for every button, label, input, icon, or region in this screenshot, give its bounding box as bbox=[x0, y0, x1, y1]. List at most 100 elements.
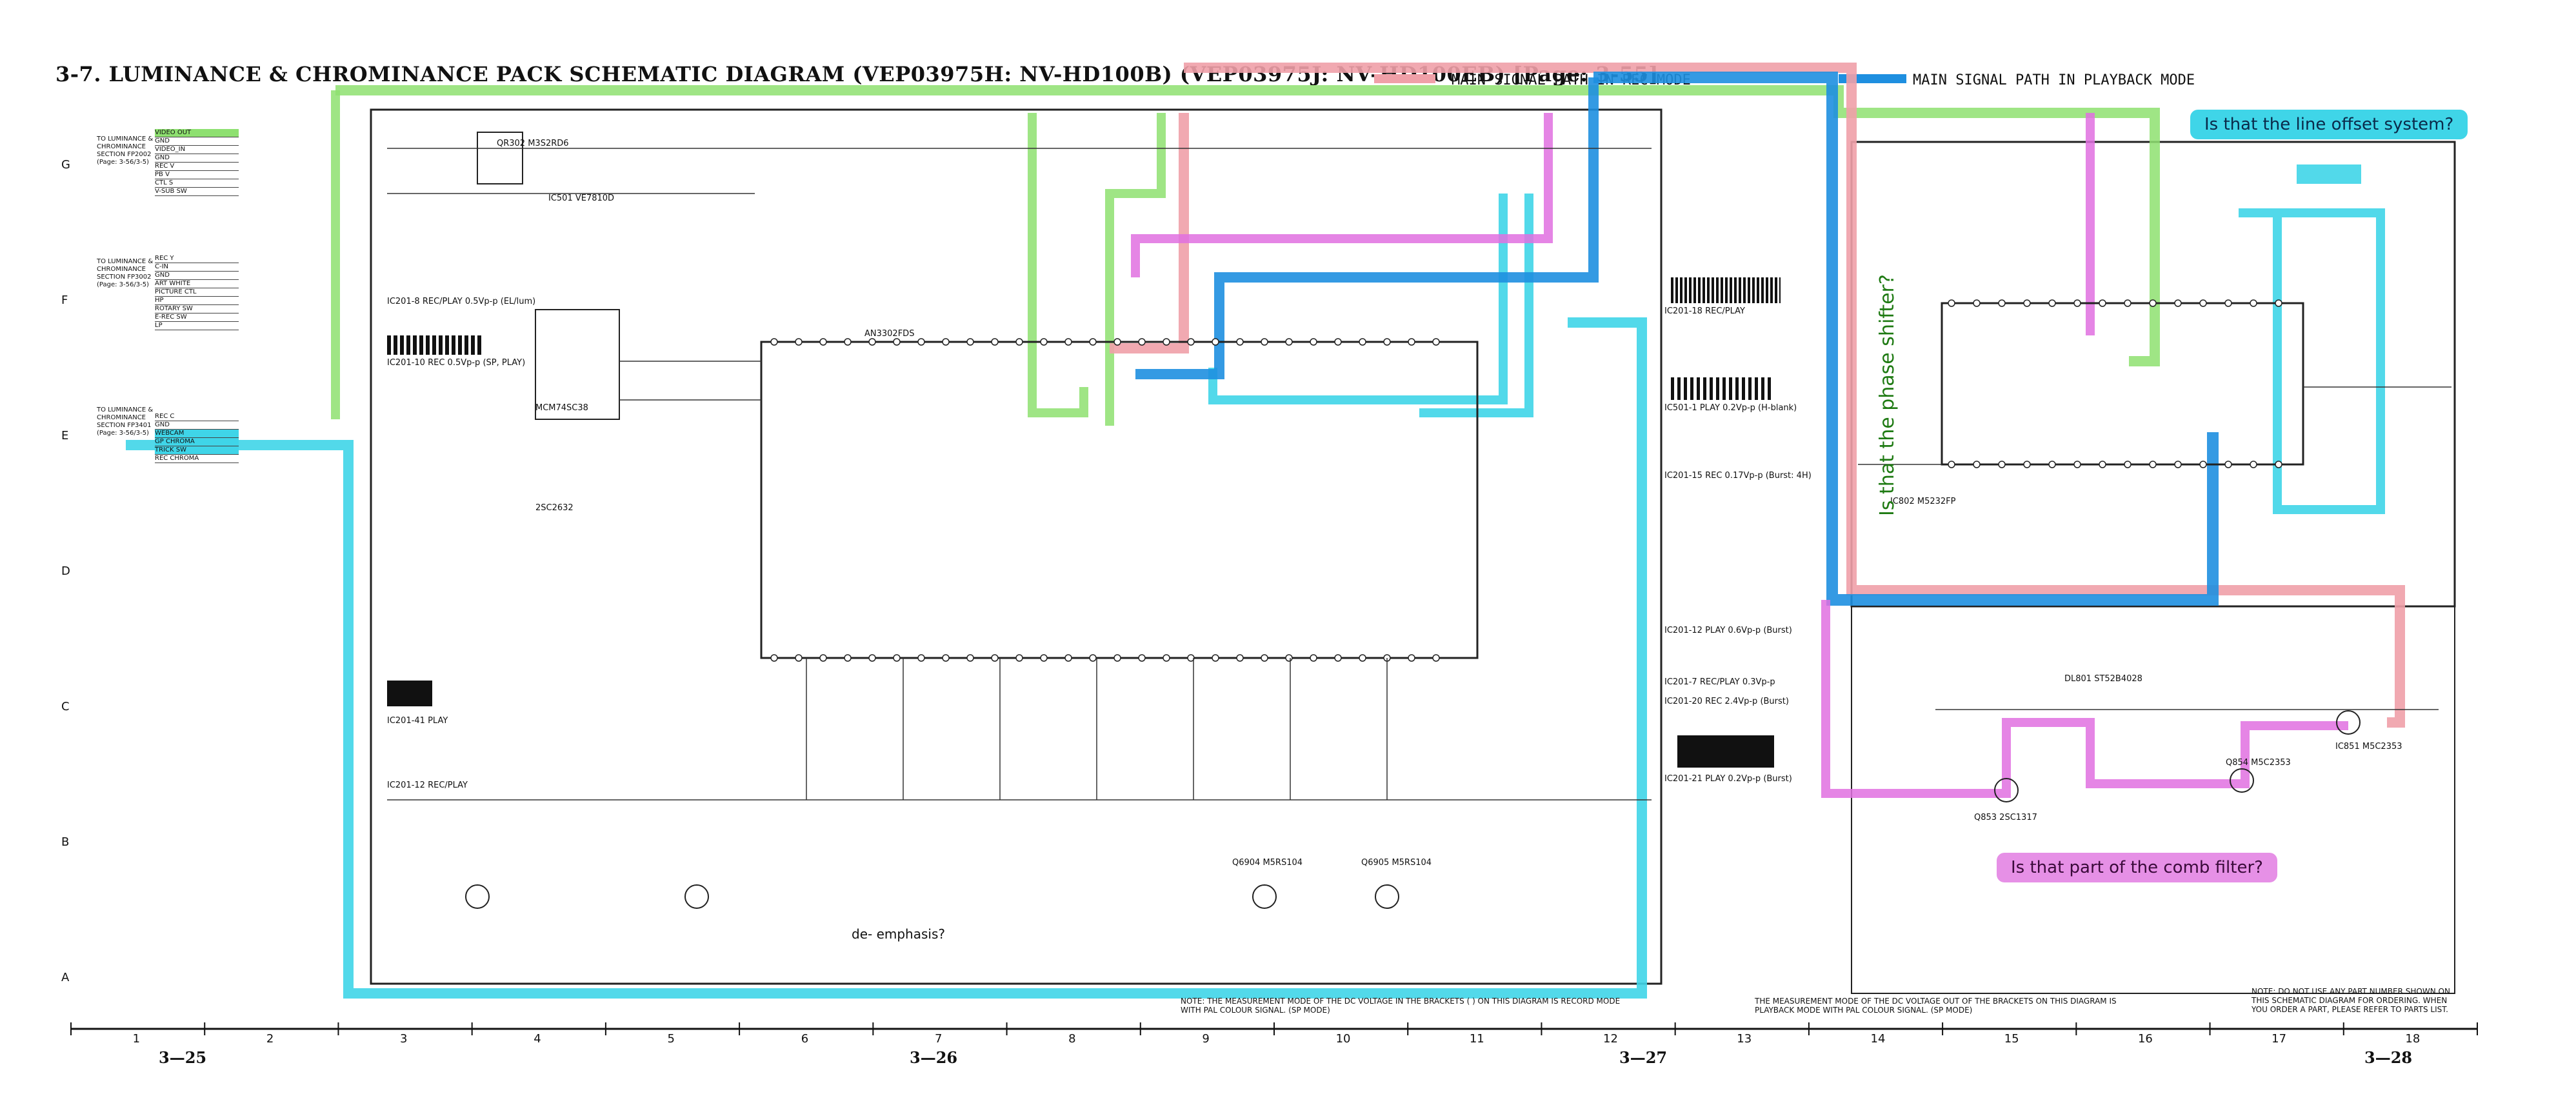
connector-pin: GND bbox=[155, 154, 239, 163]
magenta-top bbox=[1131, 113, 1553, 277]
ic-pin bbox=[1212, 338, 1219, 346]
ic-pin bbox=[1334, 654, 1342, 662]
grid-column-label: 15 bbox=[2004, 1032, 2019, 1046]
ic-pin bbox=[2250, 299, 2257, 307]
ic-pin bbox=[1089, 654, 1097, 662]
connector-pin: REC CHROMA bbox=[155, 455, 239, 463]
ic-pin bbox=[1408, 654, 1415, 662]
connector-pin: E-REC SW bbox=[155, 313, 239, 322]
ic-pin bbox=[770, 654, 778, 662]
waveform-blob-1 bbox=[387, 681, 432, 706]
rec-path-main bbox=[1184, 63, 2405, 728]
ic-pin bbox=[966, 654, 974, 662]
waveform-note-6: IC201-12 REC/PLAY bbox=[387, 781, 468, 790]
waveform-note-10: IC201-20 REC 2.4Vp-p (Burst) bbox=[1664, 697, 1789, 706]
ic-pin bbox=[1163, 654, 1170, 662]
ic-pin bbox=[795, 654, 803, 662]
ic-pin bbox=[1310, 338, 1317, 346]
grid-row-label: C bbox=[61, 700, 70, 713]
ic-pin bbox=[1212, 654, 1219, 662]
ic-label-q854: Q854 M5C2353 bbox=[2226, 758, 2291, 768]
ic-pin bbox=[2023, 299, 2031, 307]
ic-pin bbox=[795, 338, 803, 346]
waveform-blob-5 bbox=[1677, 735, 1774, 768]
waveform-note-2: IC201-10 REC 0.5Vp-p (SP, PLAY) bbox=[387, 358, 526, 368]
grid-column-label: 1 bbox=[132, 1032, 141, 1046]
connector-pin: V-SUB SW bbox=[155, 188, 239, 196]
ic-pin bbox=[1359, 338, 1366, 346]
ic-pin bbox=[1285, 654, 1293, 662]
ic-pin bbox=[1998, 299, 2006, 307]
ic-pin bbox=[2224, 461, 2232, 468]
ic-pin bbox=[2250, 461, 2257, 468]
transistor-q853 bbox=[1994, 778, 2019, 802]
page-number-2: 3—26 bbox=[910, 1048, 958, 1067]
page-number-3: 3—27 bbox=[1619, 1048, 1668, 1067]
ic-pin bbox=[1236, 338, 1244, 346]
ic-pin bbox=[2275, 461, 2282, 468]
grid-column-label: 16 bbox=[2137, 1032, 2153, 1046]
connector-pin: PICTURE CTL bbox=[155, 288, 239, 297]
board-outline-right-lower bbox=[1851, 606, 2455, 994]
grid-column-label: 5 bbox=[667, 1032, 675, 1046]
ic-an3302-body bbox=[760, 341, 1479, 659]
ic-pin bbox=[1163, 338, 1170, 346]
green-branch-1 bbox=[1028, 113, 1088, 417]
connector-p1-label: TO LUMINANCE & CHROMINANCE SECTION FP200… bbox=[97, 135, 154, 166]
ic-pin bbox=[1261, 654, 1268, 662]
ic-pin bbox=[2073, 461, 2081, 468]
ic-label-qr302: QR302 M3S2RD6 bbox=[497, 139, 569, 148]
ic-pin bbox=[1187, 654, 1195, 662]
ic-pin bbox=[1383, 338, 1391, 346]
legend-playback-label: MAIN SIGNAL PATH IN PLAYBACK MODE bbox=[1913, 72, 2195, 88]
ic-pin bbox=[1138, 654, 1146, 662]
ic-pin bbox=[1040, 654, 1048, 662]
grid-column-label: 2 bbox=[266, 1032, 274, 1046]
ic-pin bbox=[1138, 338, 1146, 346]
ic-pin bbox=[2199, 461, 2207, 468]
board-outline-main bbox=[370, 108, 1662, 985]
grid-column-label: 3 bbox=[400, 1032, 408, 1046]
ic-pin bbox=[844, 338, 852, 346]
grid-column-label: 14 bbox=[1870, 1032, 1886, 1046]
ic-pin bbox=[1064, 338, 1072, 346]
ic-pin bbox=[2099, 461, 2106, 468]
connector-pin: GND bbox=[155, 137, 239, 146]
ic-pin bbox=[1998, 461, 2006, 468]
waveform-note-8: IC201-12 PLAY 0.6Vp-p (Burst) bbox=[1664, 626, 1792, 635]
cyan-signal-path bbox=[126, 317, 1647, 999]
connector-p3-label: TO LUMINANCE & CHROMINANCE SECTION FP340… bbox=[97, 406, 154, 437]
connector-pin: CTL S bbox=[155, 179, 239, 188]
waveform-note-5: IC201-41 PLAY bbox=[387, 716, 448, 726]
grid-column-label: 12 bbox=[1603, 1032, 1618, 1046]
ic-pin bbox=[1015, 654, 1023, 662]
waveform-note-3: IC201-18 REC/PLAY bbox=[1664, 306, 1745, 316]
ic-pin bbox=[1310, 654, 1317, 662]
annotation-deemphasis: de- emphasis? bbox=[852, 926, 945, 942]
ic-label-ic802: IC802 M5232FP bbox=[1890, 497, 1956, 506]
wiring bbox=[387, 148, 2451, 801]
waveform-note-4: IC501-1 PLAY 0.2Vp-p (H-blank) bbox=[1664, 403, 1797, 413]
ic-pin bbox=[1432, 654, 1440, 662]
ic-label-q6905: Q6905 M5RS104 bbox=[1361, 858, 1432, 868]
ic-qr302-body bbox=[477, 132, 523, 184]
ic-pin bbox=[2149, 461, 2157, 468]
grid-column-label: 8 bbox=[1068, 1032, 1076, 1046]
ic-label-q6904: Q6904 M5RS104 bbox=[1232, 858, 1303, 868]
ic-pin bbox=[819, 654, 827, 662]
waveform-note-7: IC201-15 REC 0.17Vp-p (Burst: 4H) bbox=[1664, 471, 1812, 481]
green-branch-2 bbox=[1105, 113, 1166, 426]
ic-label-an3302: AN3302FDS bbox=[864, 329, 915, 339]
waveform-blob-4 bbox=[1671, 377, 1774, 400]
ic-pin bbox=[2124, 461, 2132, 468]
bottom-note-left: NOTE: THE MEASUREMENT MODE OF THE DC VOL… bbox=[1181, 997, 1621, 1015]
grid-ticks bbox=[70, 1022, 2478, 1035]
ic-pin bbox=[991, 654, 999, 662]
connector-pin: REC V bbox=[155, 163, 239, 171]
connector-pin: REC C bbox=[155, 413, 239, 421]
grid-column-label: 9 bbox=[1202, 1032, 1210, 1046]
grid-column-label: 7 bbox=[934, 1032, 943, 1046]
